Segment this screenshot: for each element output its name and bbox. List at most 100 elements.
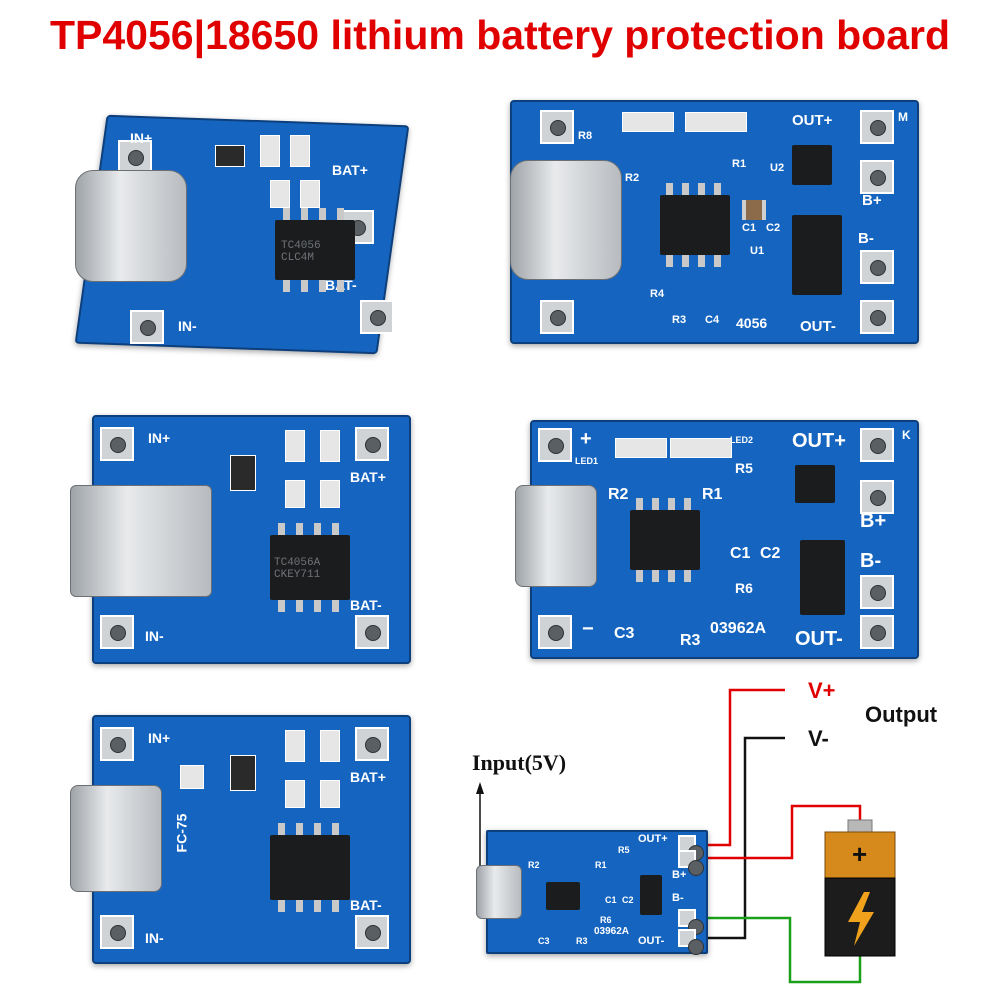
label-input: Input(5V) (472, 750, 567, 775)
label-r2: R2 (625, 172, 640, 184)
label-c3: C3 (614, 625, 635, 642)
wire-v-plus (695, 688, 785, 847)
battery-body-top (824, 831, 896, 881)
label-v-plus: V+ (808, 678, 836, 703)
board-microusb-tp4056: IN+ IN- BAT+ BAT- FC-75 (70, 715, 411, 965)
label-in-plus: IN+ (148, 430, 171, 446)
label-in-plus: IN+ (130, 130, 153, 146)
label-c2: C2 (766, 222, 781, 234)
label-m: M (898, 110, 908, 124)
lightning-icon (848, 892, 874, 946)
tp4056-chip (630, 498, 700, 582)
label-u1: U1 (750, 245, 765, 257)
label-c1: C1 (730, 545, 751, 562)
wiring-label-code: 03962A (594, 926, 630, 937)
label-out-minus: OUT- (795, 628, 843, 650)
label-led2: LED2 (730, 435, 754, 445)
label-output: Output (865, 702, 938, 727)
svg-text:+: + (852, 839, 867, 869)
board-usbc-tp4056: IN+ BAT+ BAT- IN- TC4056 CLC4M (70, 100, 410, 370)
pad-in-minus (130, 310, 164, 344)
pad-bat-plus (355, 427, 389, 461)
resistor (285, 730, 305, 762)
resistor (260, 135, 280, 167)
pad-plus (540, 110, 574, 144)
wiring-pad-b-minus (678, 909, 704, 935)
micro-usb-port (70, 785, 162, 892)
resistor (320, 780, 340, 808)
resistor (320, 730, 340, 762)
label-r4: R4 (650, 288, 665, 300)
micro-usb-port (515, 485, 597, 587)
resistor (285, 480, 305, 508)
label-r3: R3 (672, 314, 687, 326)
led (622, 112, 674, 132)
page-title: TP4056|18650 lithium battery protection … (49, 12, 951, 58)
wiring-pad-b-plus (678, 850, 704, 876)
protection-chip (800, 540, 845, 615)
wiring-label-c3: C3 (538, 936, 550, 946)
label-minus: − (582, 618, 594, 640)
chip-marking: TC4056 CLC4M (281, 240, 321, 264)
resistor (230, 455, 256, 491)
label-r5: R5 (735, 460, 753, 476)
pad-out-minus (860, 300, 894, 334)
pad-bat-minus (355, 615, 389, 649)
chip-marking: TC4056A CKEY711 (274, 557, 321, 581)
label-plus: + (580, 428, 592, 450)
resistor (180, 765, 204, 789)
label-out-plus: OUT+ (792, 112, 833, 129)
pad-in-minus (100, 915, 134, 949)
tp4056-chip (546, 882, 580, 910)
mini-usb-port (70, 485, 212, 597)
wiring-label-c2: C2 (622, 895, 634, 905)
pad-bat-plus (355, 727, 389, 761)
label-led1: LED1 (575, 456, 599, 466)
wiring-label-r2: R2 (528, 860, 540, 870)
label-r6: R6 (735, 580, 753, 596)
capacitor (742, 200, 766, 220)
resistor (270, 180, 290, 208)
resistor (290, 135, 310, 167)
led (670, 438, 732, 458)
tp4056-chip (270, 823, 350, 912)
tp4056-chip: TC4056A CKEY711 (270, 523, 350, 612)
pad-in-plus (118, 140, 152, 174)
label-bat-plus: BAT+ (332, 162, 368, 178)
label-b-plus: B+ (862, 192, 882, 209)
pad-in-plus (100, 727, 134, 761)
label-r8: R8 (578, 130, 593, 142)
board-usbc-protection: OUT+ M B+ B- OUT- R8 R2 R1 U1 U2 C1 C2 R… (510, 100, 920, 345)
label-code: 03962A (710, 620, 767, 637)
pad-bat-minus (355, 915, 389, 949)
wiring-pad-out-minus (678, 929, 704, 955)
label-u2: U2 (770, 162, 785, 174)
wiring-label-b-minus: B- (672, 892, 684, 904)
pad-plus (538, 428, 572, 462)
led (685, 112, 747, 132)
label-k: K (902, 428, 911, 442)
pad-in-minus (100, 615, 134, 649)
label-fc: FC-75 (173, 813, 190, 853)
wiring-label-r5: R5 (618, 845, 630, 855)
label-code: 4056 (736, 315, 768, 331)
wiring-board (486, 830, 708, 954)
wiring-label-c1: C1 (605, 895, 617, 905)
wire-b-minus (695, 916, 862, 984)
pad-b-plus (860, 480, 894, 514)
wire-v-minus (695, 736, 785, 940)
label-in-plus: IN+ (148, 730, 171, 746)
pad-b-minus (860, 250, 894, 284)
usb-c-port (75, 170, 187, 282)
pad-out-minus (860, 615, 894, 649)
label-c1: C1 (742, 222, 757, 234)
label-in-minus: IN- (145, 930, 164, 946)
wiring-lines: + (476, 688, 896, 984)
pad-out-plus (860, 110, 894, 144)
wire-b-plus (695, 804, 862, 860)
wiring-label-r3: R3 (576, 936, 588, 946)
label-bat-plus: BAT+ (350, 769, 386, 785)
label-out-plus: OUT+ (792, 430, 846, 452)
resistor (215, 145, 245, 167)
wiring-label-r1: R1 (595, 860, 607, 870)
